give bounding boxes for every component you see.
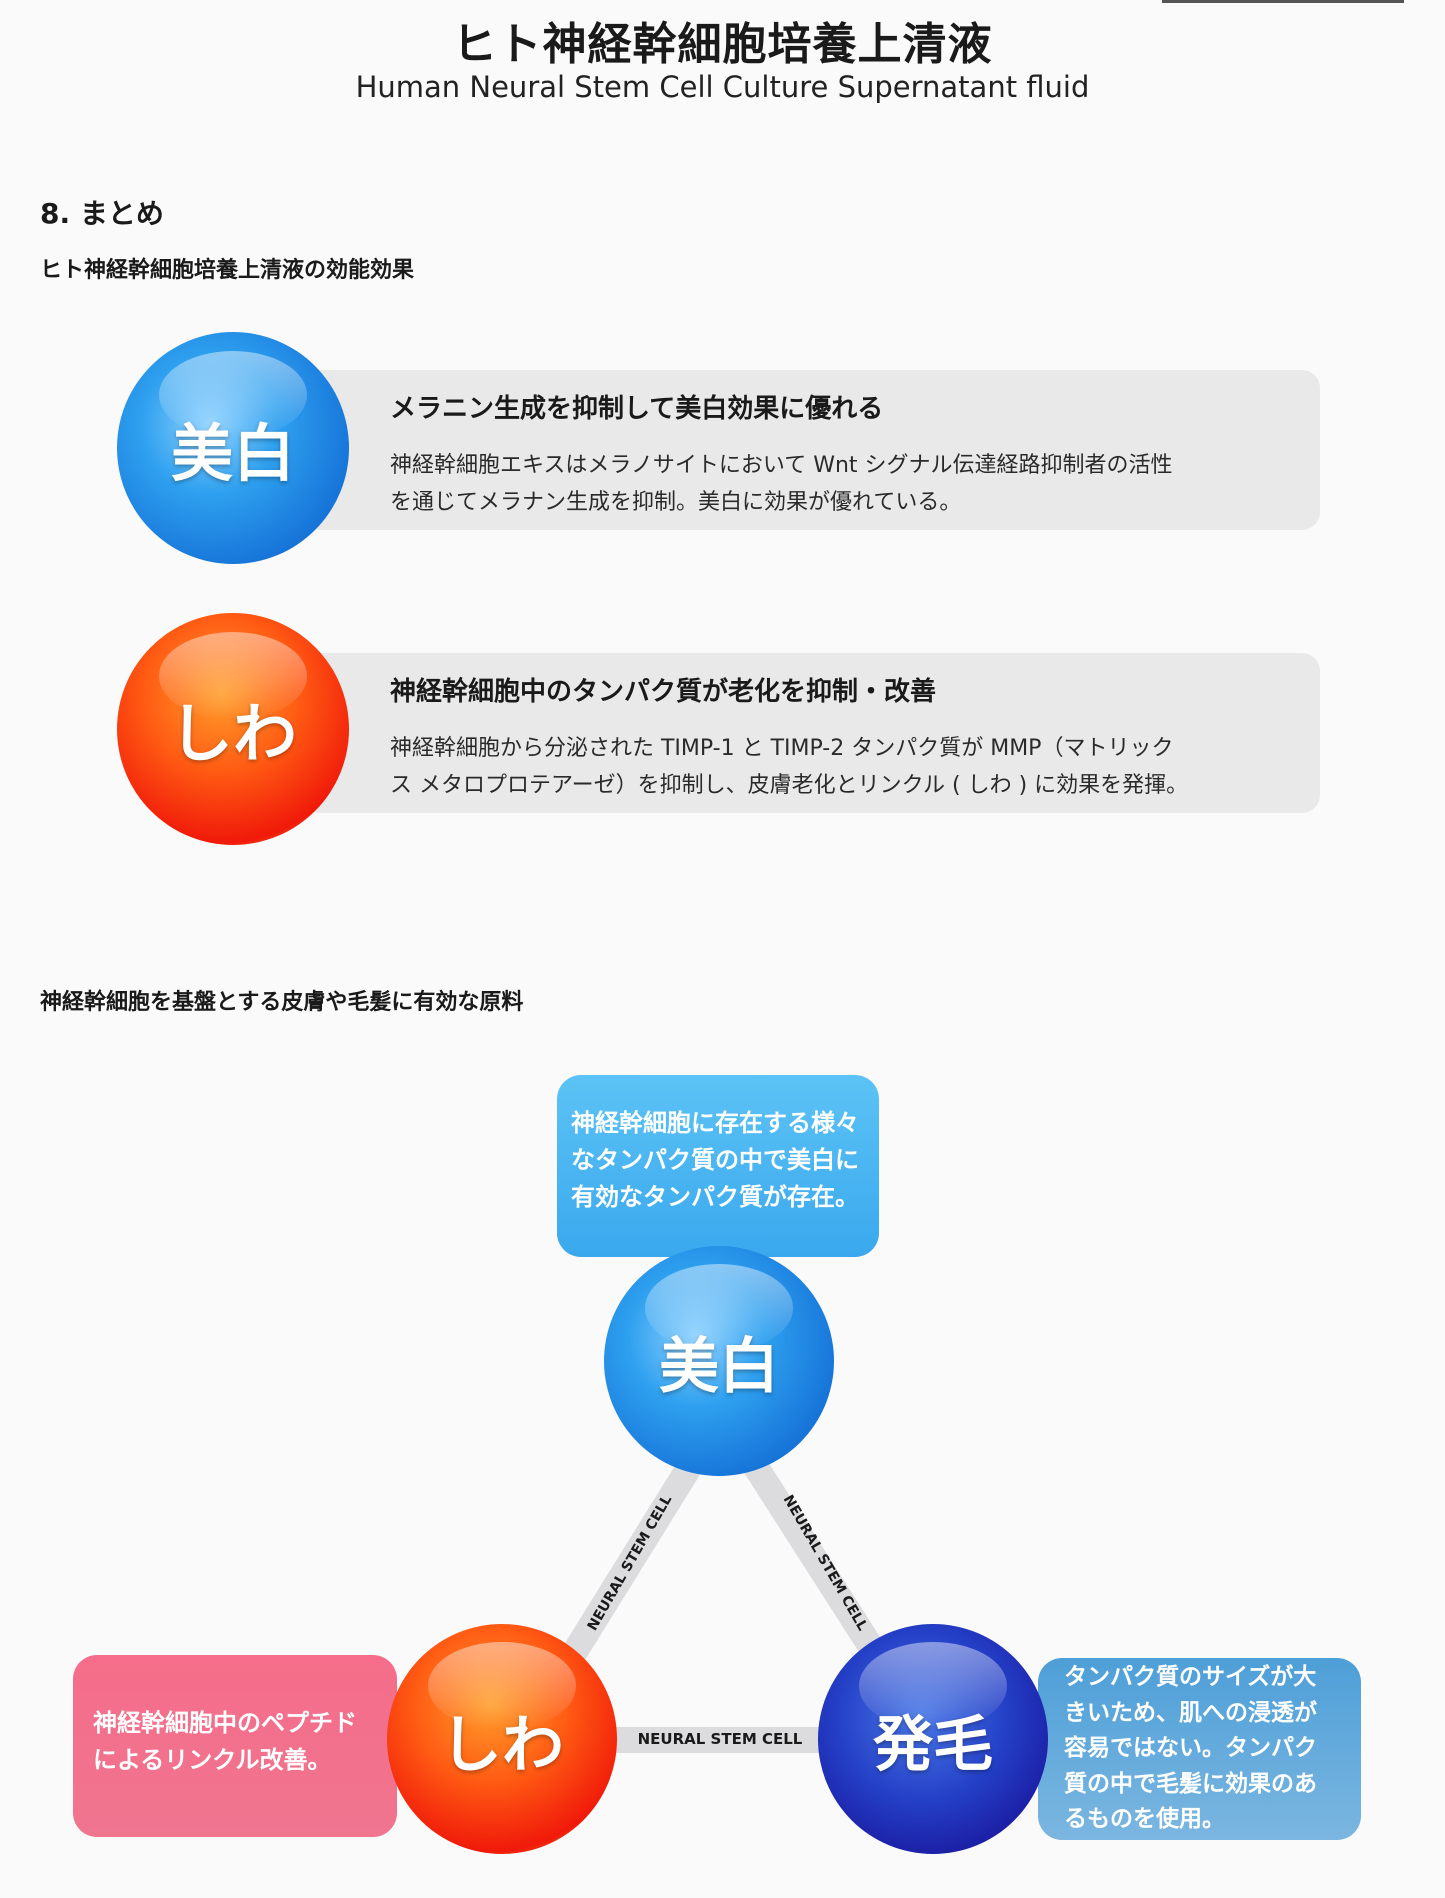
- hair-growth-node-sphere-icon: 発毛: [818, 1624, 1048, 1854]
- whitening-sphere-icon: 美白: [117, 332, 349, 564]
- effect-heading: 神経幹細胞中のタンパク質が老化を抑制・改善: [390, 677, 937, 707]
- whitening-node-sphere-icon: 美白: [604, 1246, 834, 1476]
- wrinkle-node-sphere-icon: しわ: [387, 1624, 617, 1854]
- effect-body-line: 神経幹細胞エキスはメラノサイトにおいて Wnt シグナル伝達経路抑制者の活性: [390, 453, 1173, 478]
- effect-card-wrinkle: 神経幹細胞中のタンパク質が老化を抑制・改善 神経幹細胞から分泌された TIMP-…: [302, 653, 1320, 813]
- effect-heading: メラニン生成を抑制して美白効果に優れる: [390, 394, 884, 424]
- page-subtitle: Human Neural Stem Cell Culture Supernata…: [355, 70, 1090, 104]
- section-title: 8. まとめ: [40, 197, 164, 230]
- subheading-materials: 神経幹細胞を基盤とする皮膚や毛髪に有効な原料: [40, 990, 524, 1015]
- effect-body-line: を通じてメラナン生成を抑制。美白に効果が優れている。: [390, 490, 962, 515]
- note-whitening: 神経幹細胞に存在する様々なタンパク質の中で美白に有効なタンパク質が存在。: [557, 1075, 879, 1257]
- page-title: ヒト神経幹細胞培養上清液: [452, 19, 993, 70]
- connector-label: NEURAL STEM CELL: [637, 1730, 803, 1748]
- corner-rule: [1162, 0, 1404, 3]
- note-wrinkle: 神経幹細胞中のペプチドによるリンクル改善。: [73, 1655, 397, 1837]
- note-hair: タンパク質のサイズが大きいため、肌への浸透が容易ではない。タンパク質の中で毛髪に…: [1038, 1658, 1361, 1840]
- effect-card-whitening: メラニン生成を抑制して美白効果に優れる 神経幹細胞エキスはメラノサイトにおいて …: [302, 370, 1320, 530]
- subheading-efficacy: ヒト神経幹細胞培養上清液の効能効果: [40, 258, 415, 283]
- effect-body-line: 神経幹細胞から分泌された TIMP-1 と TIMP-2 タンパク質が MMP（…: [390, 736, 1174, 761]
- wrinkle-sphere-icon: しわ: [117, 613, 349, 845]
- effect-body-line: ス メタロプロテアーゼ）を抑制し、皮膚老化とリンクル ( しわ ) に効果を発揮…: [390, 773, 1189, 798]
